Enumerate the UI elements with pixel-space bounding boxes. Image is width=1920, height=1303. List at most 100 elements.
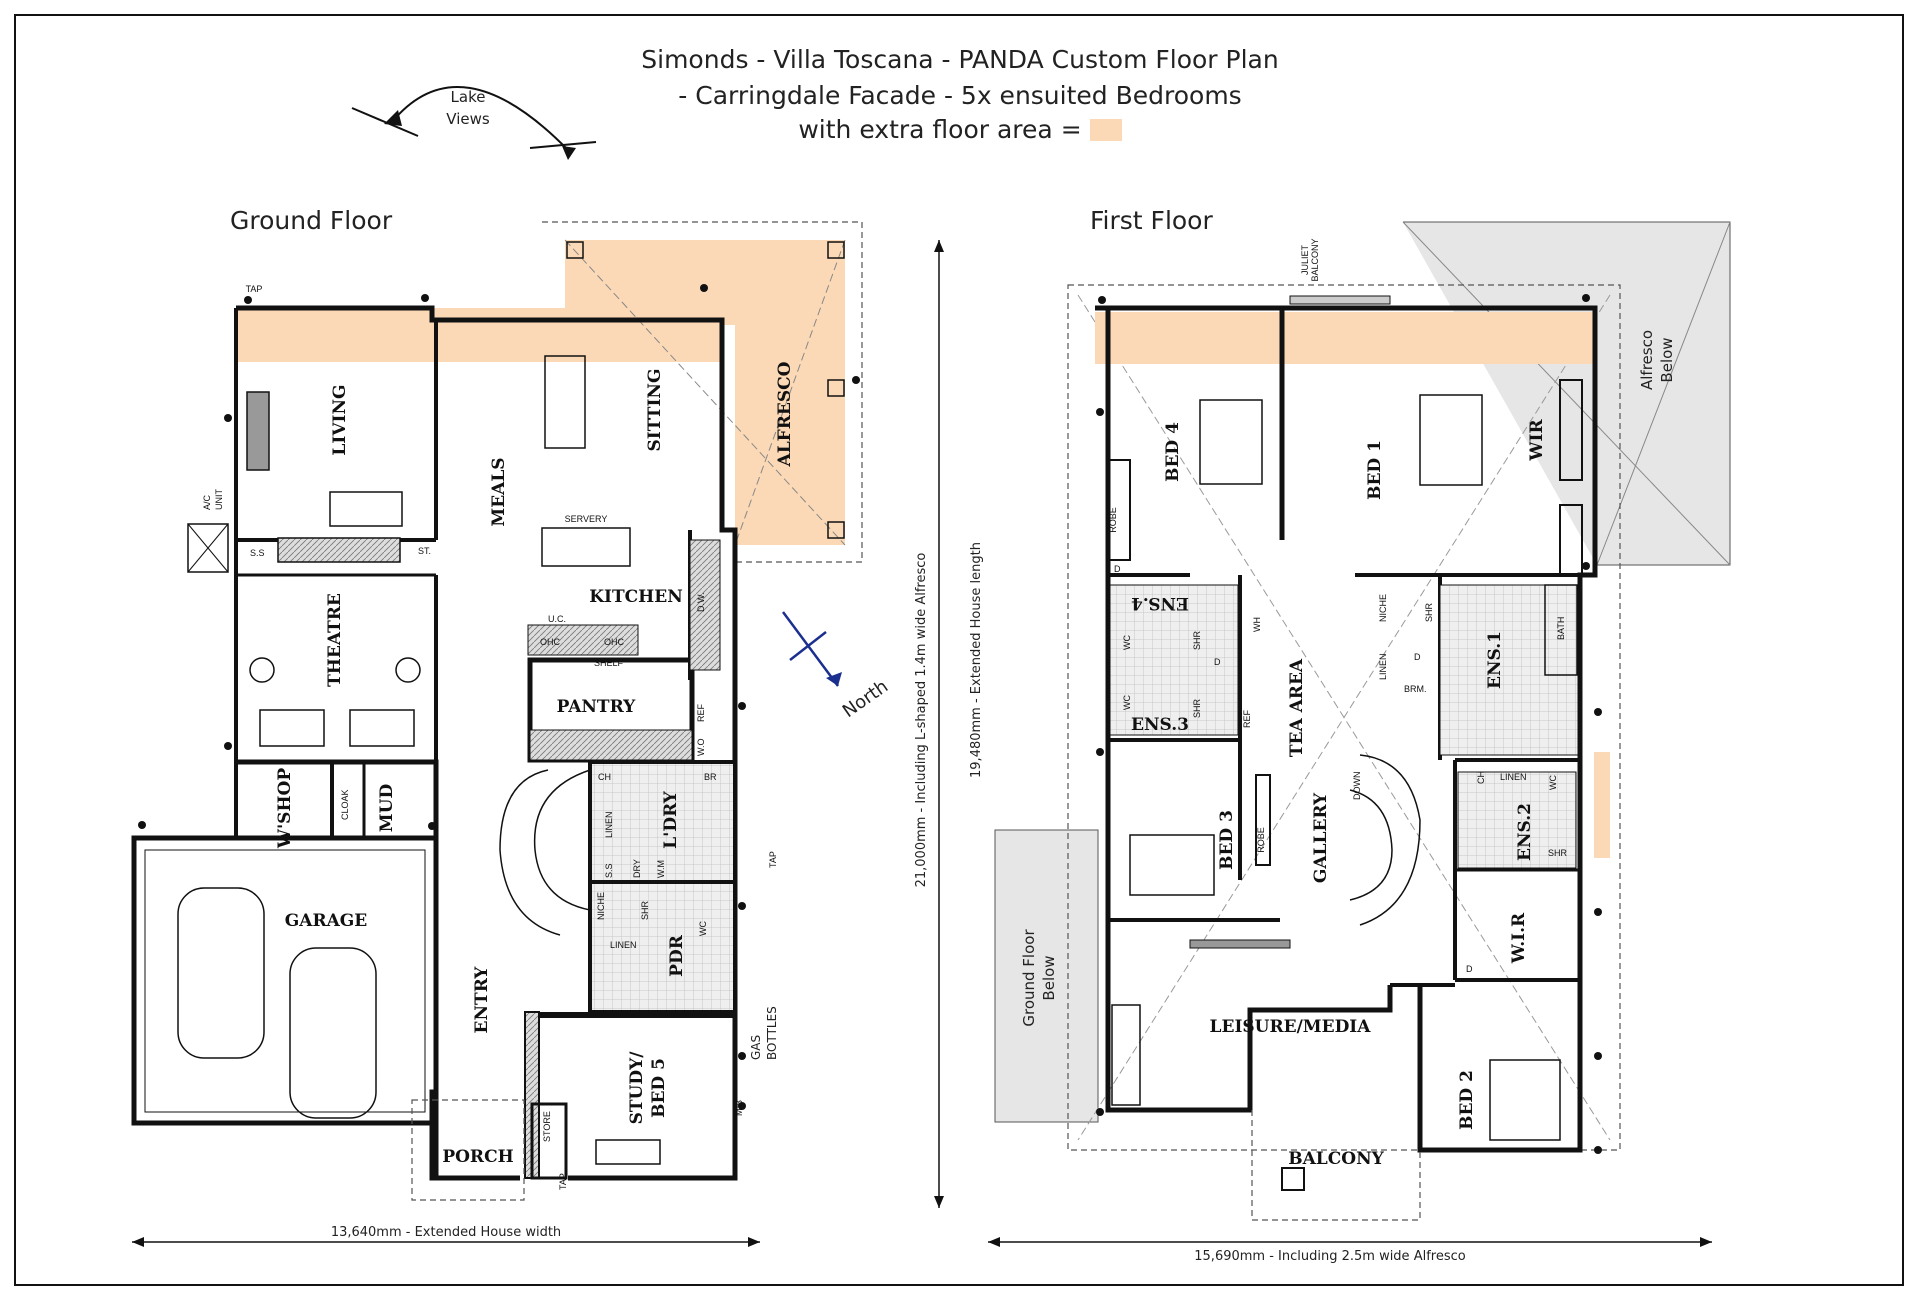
house-length-dimension: 21,000mm - Including L-shaped 1.4m wide … <box>914 240 984 1208</box>
room-ens1: ENS.1 <box>1485 631 1505 689</box>
room-tea-area: TEA AREA <box>1287 658 1307 757</box>
first-width-dimension: 15,690mm - Including 2.5m wide Alfresco <box>988 1237 1712 1264</box>
room-pantry: PANTRY <box>557 697 637 717</box>
ground-floor-heading: Ground Floor <box>230 206 393 235</box>
label-gas-line-2: BOTTLES <box>765 1006 779 1060</box>
label-tap-top: TAP <box>246 284 263 294</box>
room-wshop: W'SHOP <box>275 768 295 849</box>
label-d-2: D <box>1214 657 1221 667</box>
title-line-3: with extra floor area = <box>0 114 1920 145</box>
ground-below-line-2: Below <box>1040 955 1058 1000</box>
label-br: BR <box>704 772 717 782</box>
label-ohc-2: OHC <box>604 637 625 647</box>
first-floor-heading: First Floor <box>1090 206 1213 235</box>
room-mud: MUD <box>377 784 397 833</box>
label-ac-line-1: A/C <box>202 494 212 510</box>
lake-views-indicator: Lake Views <box>351 86 597 160</box>
label-d-1: D <box>1114 564 1121 574</box>
label-niche-ground: NICHE <box>596 892 606 920</box>
room-kitchen: KITCHEN <box>589 587 682 607</box>
label-gas-line-1: GAS <box>749 1035 763 1060</box>
label-ch-first: CH <box>1476 771 1486 784</box>
room-bed2: BED 2 <box>1457 1070 1477 1130</box>
extra-area-first-side <box>1594 752 1610 858</box>
room-study-line-2: BED 5 <box>649 1058 669 1118</box>
label-d-4: D <box>1466 964 1473 974</box>
label-ac-line-2: UNIT <box>214 489 224 510</box>
label-shr-ens3: SHR <box>1192 698 1202 718</box>
label-tap-side: TAP <box>768 851 778 868</box>
label-bath: BATH <box>1556 617 1566 640</box>
ground-width-dimension: 13,640mm - Extended House width <box>132 1225 760 1247</box>
north-label: North <box>839 676 892 722</box>
label-d-3: D <box>1414 652 1421 662</box>
label-ss-laundry: S.S <box>604 863 614 878</box>
room-ens2: ENS.2 <box>1515 803 1535 861</box>
room-wir2: W.I.R <box>1509 912 1529 964</box>
label-dw: D.W. <box>696 593 706 613</box>
label-wc-ens2: WC <box>1548 775 1558 790</box>
extra-area-swatch <box>1089 119 1122 141</box>
label-wh: WH <box>1252 617 1262 632</box>
label-tap-bottom: TAP <box>558 1173 568 1190</box>
room-garage: GARAGE <box>285 911 368 931</box>
label-mb: M/B <box>734 1100 744 1116</box>
room-ens3: ENS.3 <box>1131 715 1189 735</box>
alfresco-below-line-2: Below <box>1658 337 1676 382</box>
drawing-border <box>14 14 1904 1286</box>
room-wir: WIR <box>1527 419 1547 462</box>
label-shelf: SHELF <box>594 658 624 668</box>
room-bed3: BED 3 <box>1217 810 1237 870</box>
label-wo: W.O <box>696 739 706 757</box>
label-dryer: DRY <box>632 859 642 878</box>
alfresco-below-line-1: Alfresco <box>1638 330 1656 390</box>
label-juliet-line-2: BALCONY <box>1310 238 1320 281</box>
room-living: LIVING <box>330 384 350 455</box>
label-wc-ens3: WC <box>1122 695 1132 710</box>
first-length-text: 19,480mm - Extended House length <box>969 542 984 778</box>
room-bed1: BED 1 <box>1365 440 1385 500</box>
first-width-text: 15,690mm - Including 2.5m wide Alfresco <box>1194 1249 1465 1264</box>
label-ref-first: REF <box>1242 709 1252 728</box>
title-line-1: Simonds - Villa Toscana - PANDA Custom F… <box>641 45 1279 74</box>
ground-width-text: 13,640mm - Extended House width <box>331 1225 561 1240</box>
room-bed4: BED 4 <box>1163 422 1183 482</box>
label-wc-ground: WC <box>698 921 708 936</box>
ground-below-line-1: Ground Floor <box>1020 929 1038 1027</box>
label-uc: U.C. <box>548 614 566 624</box>
label-ss-ground: S.S <box>250 548 265 558</box>
room-sitting: SITTING <box>645 369 665 452</box>
room-ens4: ENS.4 <box>1131 593 1189 613</box>
lake-views-line-2: Views <box>446 110 490 128</box>
room-alfresco: ALFRESCO <box>775 361 795 467</box>
extra-area-first-front <box>1095 312 1595 364</box>
label-robe-bed3: ROBE <box>1256 827 1266 853</box>
ground-floor-plan: LIVING MEALS SITTING ALFRESCO KITCHEN TH… <box>131 221 863 1201</box>
label-servery: SERVERY <box>565 514 608 524</box>
label-linen-ens2: LINEN <box>1500 772 1527 782</box>
label-linen-first: LINEN <box>1378 653 1388 680</box>
label-robe-bed4: ROBE <box>1108 507 1118 533</box>
label-store: STORE <box>542 1111 552 1142</box>
label-wm: W.M <box>656 860 666 878</box>
ground-length-text: 21,000mm - Including L-shaped 1.4m wide … <box>914 553 929 888</box>
label-wc-ens4: WC <box>1122 635 1132 650</box>
label-linen-ground: LINEN <box>604 811 614 838</box>
label-ohc-1: OHC <box>540 637 561 647</box>
first-floor-plan: BED 4 BED 1 WIR ENS.4 ENS.1 ENS.3 TEA AR… <box>994 221 1731 1221</box>
room-pdr: PDR <box>667 934 687 977</box>
room-theatre: THEATRE <box>325 593 345 687</box>
room-porch: PORCH <box>442 1147 513 1167</box>
room-study-line-1: STUDY/ <box>627 1051 647 1125</box>
label-shr-ens4: SHR <box>1192 630 1202 650</box>
room-leisure-media: LEISURE/MEDIA <box>1210 1017 1372 1037</box>
label-ref-ground: REF <box>696 703 706 722</box>
label-brm: BRM. <box>1404 684 1427 694</box>
room-entry: ENTRY <box>472 966 492 1034</box>
lake-views-line-1: Lake <box>451 88 486 106</box>
room-laundry: L'DRY <box>661 790 681 849</box>
label-shr-ground: SHR <box>640 900 650 920</box>
label-linen-pdr: LINEN <box>610 940 637 950</box>
label-down: DOWN <box>1352 772 1362 801</box>
